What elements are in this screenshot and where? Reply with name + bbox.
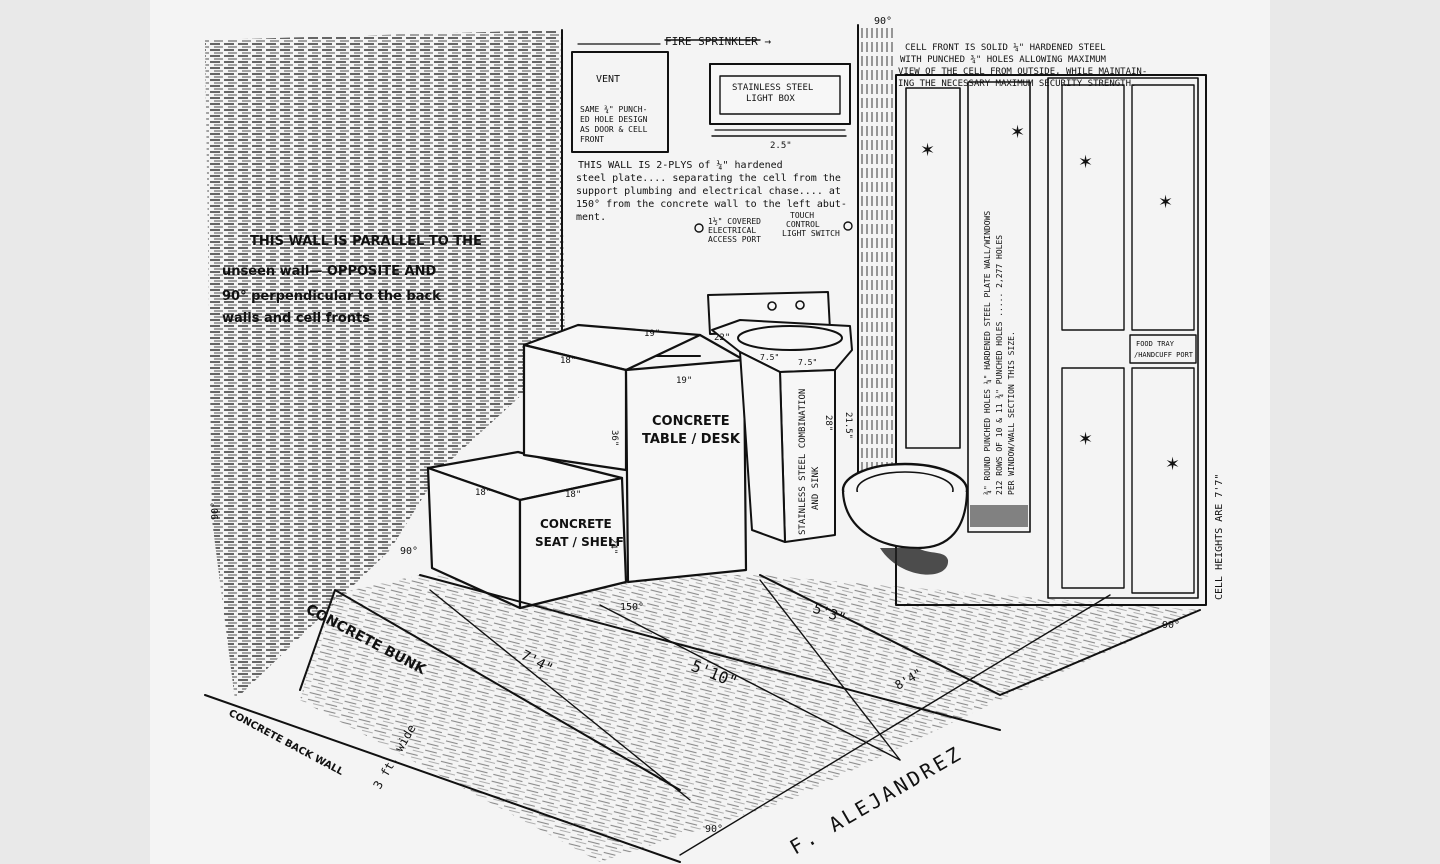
bunk-edges	[204, 574, 1201, 863]
light-box-width: 2.5"	[770, 141, 792, 151]
access-port-line: 1½" COVERED	[708, 216, 761, 226]
deg-90-left: 90°	[210, 502, 221, 520]
table-desk-block	[522, 323, 748, 584]
svg-text:✶: ✶	[1078, 429, 1093, 450]
left-wall-note-line: 90° perpendicular to the back	[222, 289, 441, 304]
svg-text:✶: ✶	[1165, 454, 1180, 475]
access-port-line: ACCESS PORT	[708, 235, 761, 244]
fire-sprinkler-label: FIRE SPRINKLER →	[665, 35, 771, 48]
sink-unit	[707, 291, 853, 543]
chase-column	[858, 28, 896, 498]
vent-label: VENT	[596, 74, 620, 85]
back-wall-note-line: ment.	[576, 212, 606, 223]
access-port-icon	[694, 223, 704, 233]
dim-7-5b: 7.5"	[798, 358, 817, 367]
cell-heights-label: CELL HEIGHTS ARE 7'7"	[1214, 474, 1225, 600]
vent-note-line: SAME ¾" PUNCH-	[580, 105, 647, 114]
cell-front-note: CELL FRONT IS SOLID ¼" HARDENED STEEL WI…	[898, 43, 1147, 89]
left-wall-note: THIS WALL IS PARALLEL TO THE unseen wall…	[222, 234, 482, 326]
dim-18-seat-front: 18"	[565, 490, 581, 500]
light-switch-line: LIGHT SWITCH	[782, 229, 840, 238]
vent-note: SAME ¾" PUNCH- ED HOLE DESIGN AS DOOR & …	[580, 105, 648, 144]
light-switch-line: TOUCH	[790, 211, 814, 220]
sink-label: STAINLESS STEEL COMBINATION	[798, 389, 808, 535]
vent-note-line: AS DOOR & CELL	[580, 125, 648, 134]
seat-shelf-label: CONCRETE	[540, 517, 612, 531]
dim-7-5a: 7.5"	[760, 353, 779, 362]
dim-24: 24"	[608, 538, 618, 554]
seat-shelf-block	[426, 450, 628, 610]
dim-19-front: 19"	[676, 376, 692, 386]
svg-text:✶: ✶	[920, 140, 935, 161]
door-note: ¾" ROUND PUNCHED HOLES ¼" HARDENED STEEL…	[983, 211, 1016, 495]
access-port-line: ELECTRICAL	[708, 226, 756, 235]
light-box	[709, 63, 851, 131]
cell-front-note-line: ING THE NECESSARY MAXIMUM SECURITY STREN…	[898, 79, 1136, 89]
deg-90-corner: 90°	[400, 546, 418, 557]
deg-90-bottom: 90°	[705, 824, 723, 835]
dim-36: 36"	[609, 430, 619, 446]
light-box-label: LIGHT BOX	[746, 94, 795, 104]
cell-front-note-line: VIEW OF THE CELL FROM OUTSIDE, WHILE MAI…	[898, 67, 1147, 77]
light-switch-note: TOUCH CONTROL LIGHT SWITCH	[782, 211, 840, 238]
toilet	[841, 462, 969, 575]
door-note-line: PER WINDOW/WALL SECTION THIS SIZE.	[1007, 331, 1016, 495]
svg-text:✶: ✶	[1010, 122, 1025, 143]
deg-150: 150°	[620, 602, 644, 613]
table-desk-label: TABLE / DESK	[642, 432, 741, 447]
vent-note-line: ED HOLE DESIGN	[580, 115, 648, 124]
door-note-line: ¾" ROUND PUNCHED HOLES ¼" HARDENED STEEL…	[983, 211, 992, 495]
svg-text:✶: ✶	[1158, 192, 1173, 213]
dim-19-top: 19"	[644, 329, 660, 339]
left-wall	[205, 30, 565, 700]
left-wall-note-line: walls and cell fronts	[222, 311, 370, 326]
back-wall-note-line: 150° from the concrete wall to the left …	[576, 199, 847, 210]
cell-front-note-line: CELL FRONT IS SOLID ¼" HARDENED STEEL	[905, 43, 1105, 53]
back-wall-note: THIS WALL IS 2-PLYS of ¼" hardened steel…	[576, 159, 847, 223]
light-switch-line: CONTROL	[786, 220, 820, 229]
sink-label: AND SINK	[811, 466, 821, 510]
dim-18-side: 18"	[560, 356, 576, 366]
dim-28: 28"	[823, 415, 833, 431]
light-box-label: STAINLESS STEEL	[732, 83, 813, 93]
light-switch-icon	[843, 221, 853, 231]
back-wall-note-line: support plumbing and electrical chase...…	[576, 186, 841, 197]
food-port-label: FOOD TRAY	[1136, 340, 1175, 348]
back-wall-note-line: steel plate.... separating the cell from…	[576, 173, 841, 184]
seat-shelf-label: SEAT / SHELF	[535, 535, 624, 549]
deg-90-top: 90°	[874, 16, 892, 27]
dim-18-seat-top: 18"	[475, 488, 491, 498]
left-wall-note-line: THIS WALL IS PARALLEL TO THE	[250, 234, 482, 249]
dim-22: 22"	[714, 333, 730, 343]
vent-box	[571, 43, 669, 153]
cell-front-note-line: WITH PUNCHED ¾" HOLES ALLOWING MAXIMUM	[900, 55, 1106, 65]
vent-note-line: FRONT	[580, 135, 604, 144]
left-wall-note-line: unseen wall— OPPOSITE AND	[222, 264, 436, 279]
dimension-lines	[429, 39, 1111, 856]
table-desk-label: CONCRETE	[652, 414, 730, 429]
star-marks: ✶ ✶ ✶ ✶ ✶ ✶	[920, 122, 1180, 475]
svg-text:✶: ✶	[1078, 152, 1093, 173]
back-wall-note-line: THIS WALL IS 2-PLYS of ¼" hardened	[578, 159, 783, 171]
access-port-note: 1½" COVERED ELECTRICAL ACCESS PORT	[708, 216, 761, 244]
floor	[300, 575, 1200, 862]
deg-90-right: 90°	[1162, 620, 1180, 631]
cell-front	[895, 74, 1207, 606]
dim-21-5: 21.5"	[843, 412, 853, 439]
door-note-line: 212 ROWS OF 10 & 11 ¾" PUNCHED HOLES ...…	[995, 235, 1004, 495]
food-port-label: /HANDCUFF PORT	[1134, 351, 1194, 359]
